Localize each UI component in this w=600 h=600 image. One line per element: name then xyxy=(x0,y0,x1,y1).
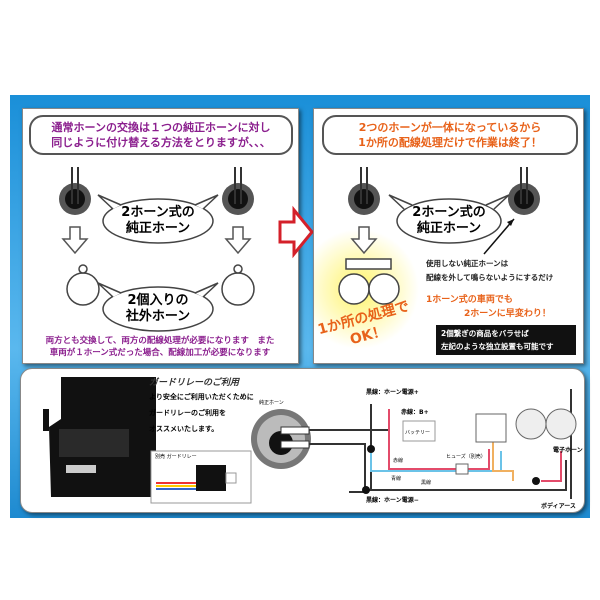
note-line: 配線を外して鳴らないようにするだけ xyxy=(426,273,554,282)
bubble-aftermarket-horn: 2個入りの 社外ホーン xyxy=(108,293,208,325)
speech-bubble xyxy=(97,194,219,332)
note-line: 両方とも交換して、両方の配線処理が必要になります また xyxy=(45,336,275,346)
bubble-text: 純正ホーン xyxy=(416,221,482,236)
pointer-arrow xyxy=(483,218,515,255)
bubble-text: 2個入りの xyxy=(127,293,189,308)
left-title-line: 通常ホーンの交換は１つの純正ホーンに対し xyxy=(51,121,271,134)
black-info-box: 2個繋ぎの商品をバラせば 左記のような独立設置も可能です xyxy=(436,325,576,355)
oem-horn-icon xyxy=(59,167,254,215)
relay-text-line: より安全にご利用いただくために xyxy=(149,393,254,401)
bubble-oem-horn: 2ホーン式の 純正ホーン xyxy=(108,205,208,237)
bubble-text: 純正ホーン xyxy=(125,221,191,236)
fuse-icon xyxy=(455,463,469,475)
right-title: 2つのホーンが一体になっているから 1か所の配線処理だけで作業は終了！ xyxy=(322,115,578,155)
relay-caption: 別売 ガードリレー xyxy=(155,454,197,460)
oem-horn-label: 純正ホーン xyxy=(259,400,284,406)
note-line: 2ホーンに早変わり！ xyxy=(464,309,551,319)
aftermarket-horn-icon xyxy=(66,264,255,306)
relay-text: より安全にご利用いただくために ガードリレーのご利用を オススメいたします。 xyxy=(149,389,254,437)
right-title-line: 1か所の配線処理だけで作業は終了！ xyxy=(358,136,542,149)
electronic-horn-icon xyxy=(515,408,577,440)
wire-minus-label: 黒線：ホーン電源− xyxy=(366,497,419,504)
electronic-horn-label: 電子ホーン xyxy=(553,447,583,454)
right-panel: 2つのホーンが一体になっているから 1か所の配線処理だけで作業は終了！ 2ホーン… xyxy=(313,108,584,364)
relay-icon xyxy=(156,465,237,491)
bubble-text: 社外ホーン xyxy=(125,309,191,324)
left-title: 通常ホーンの交換は１つの純正ホーンに対し 同じように付け替える方法をとりますが、… xyxy=(29,115,293,155)
junction xyxy=(532,477,540,485)
wires xyxy=(309,389,572,499)
battery-label: バッテリー xyxy=(405,430,431,436)
relay-text-line: オススメいたします。 xyxy=(149,425,219,433)
left-horn-illustration xyxy=(59,167,255,332)
relay-box-icon xyxy=(475,413,507,443)
truck-image xyxy=(43,377,156,497)
oem-horn-icon xyxy=(251,409,311,469)
note-line: 2個繋ぎの商品をバラせば xyxy=(441,329,529,338)
body-earth-label: ボディアース xyxy=(541,503,576,510)
bubble-text: 2ホーン式の xyxy=(412,205,486,220)
right-horn-illustration xyxy=(314,167,540,349)
speech-bubble xyxy=(388,194,510,244)
left-panel: 通常ホーンの交換は１つの純正ホーンに対し 同じように付け替える方法をとりますが、… xyxy=(22,108,299,364)
junction xyxy=(362,486,370,494)
wire-plus-label: 黒線：ホーン電源+ xyxy=(366,389,419,396)
relay-text-line: ガードリレーのご利用を xyxy=(149,409,226,417)
blue-wire-label: 青線 xyxy=(391,476,402,482)
note-line: 1ホーン式の車両でも xyxy=(426,295,513,305)
down-arrow-icon xyxy=(61,226,252,255)
wire-b-label: 赤線：B+ xyxy=(401,409,429,416)
down-arrow-icon xyxy=(350,226,378,255)
junction xyxy=(367,445,375,453)
note-line: 左記のような独立設置も可能です xyxy=(441,342,554,351)
red-wire-label: 赤線 xyxy=(393,458,404,464)
left-note: 両方とも交換して、両方の配線処理が必要になります また 車両が１ホーン式だった場… xyxy=(31,335,289,359)
oem-horn-icon xyxy=(348,167,540,215)
note-line: 使用しない純正ホーンは xyxy=(426,259,509,268)
wiring-panel: ガードリレーのご利用 より安全にご利用いただくために ガードリレーのご利用を オ… xyxy=(20,368,585,513)
unused-horn-note: 使用しない純正ホーンは 配線を外して鳴らないようにするだけ xyxy=(426,257,553,285)
bubble-oem-horn: 2ホーン式の 純正ホーン xyxy=(399,205,499,237)
bubble-text: 2ホーン式の xyxy=(121,205,195,220)
conversion-note: 1ホーン式の車両でも 2ホーンに早変わり！ xyxy=(426,293,551,321)
right-title-line: 2つのホーンが一体になっているから xyxy=(358,121,542,134)
left-title-line: 同じように付け替える方法をとりますが、、、 xyxy=(51,136,271,149)
relay-title: ガードリレーのご利用 xyxy=(149,378,240,388)
battery-icon xyxy=(402,420,436,442)
fuse-label: ヒューズ（別売） xyxy=(446,454,486,460)
note-line: 車両が１ホーン式だった場合、配線加工が必要になります xyxy=(49,348,271,358)
twin-horn-icon xyxy=(338,258,400,305)
black-wire-label: 黒線 xyxy=(421,480,432,486)
wiring-diagram xyxy=(43,377,577,504)
